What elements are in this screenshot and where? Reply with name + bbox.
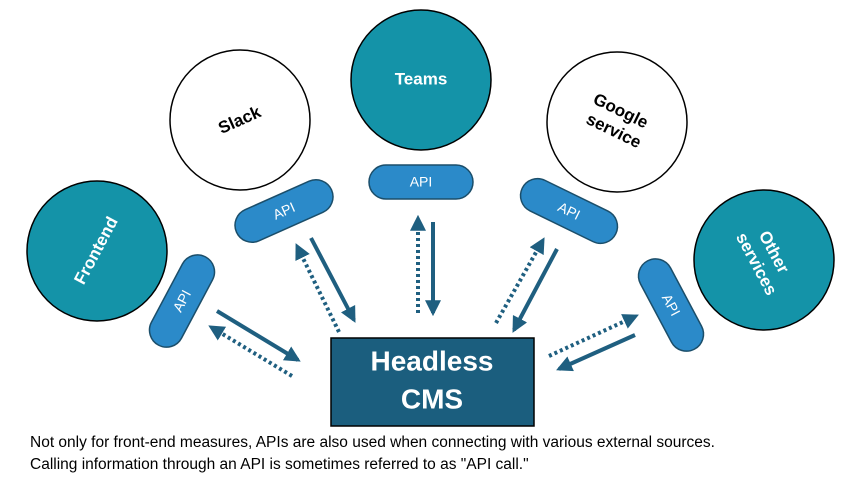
api-pill-teams: API xyxy=(368,164,474,200)
google-service-node: Google service xyxy=(546,51,688,193)
api-pill-frontend: API xyxy=(148,254,216,348)
api-pill-slack: API xyxy=(234,179,334,243)
arrow-other-to-cms xyxy=(556,333,636,372)
frontend-node: Frontend xyxy=(26,180,168,322)
caption-line-1: Not only for front-end measures, APIs ar… xyxy=(30,434,715,451)
arrows xyxy=(208,214,639,378)
arrow-frontend-to-cms xyxy=(215,309,301,362)
arrow-cms-to-slack xyxy=(295,243,341,333)
cms-label-line1: Headless xyxy=(371,345,494,376)
arrow-google-to-cms xyxy=(512,248,559,333)
arrow-cms-to-google xyxy=(494,237,545,324)
teams-label: Teams xyxy=(395,69,448,88)
arrow-cms-to-frontend xyxy=(208,325,294,378)
api-pill-other: API xyxy=(637,258,705,352)
arrow-cms-to-other xyxy=(548,314,639,358)
other-services-node: Other services xyxy=(693,189,835,331)
caption-line-2: Calling information through an API is so… xyxy=(30,456,529,473)
headless-cms-box: Headless CMS xyxy=(330,337,535,427)
slack-node: Slack xyxy=(169,49,311,191)
api-pill-google: API xyxy=(519,177,619,245)
arrow-slack-to-cms xyxy=(309,237,356,323)
teams-node: Teams xyxy=(350,9,492,151)
cms-label-line2: CMS xyxy=(401,383,463,414)
api-label: API xyxy=(410,174,433,190)
